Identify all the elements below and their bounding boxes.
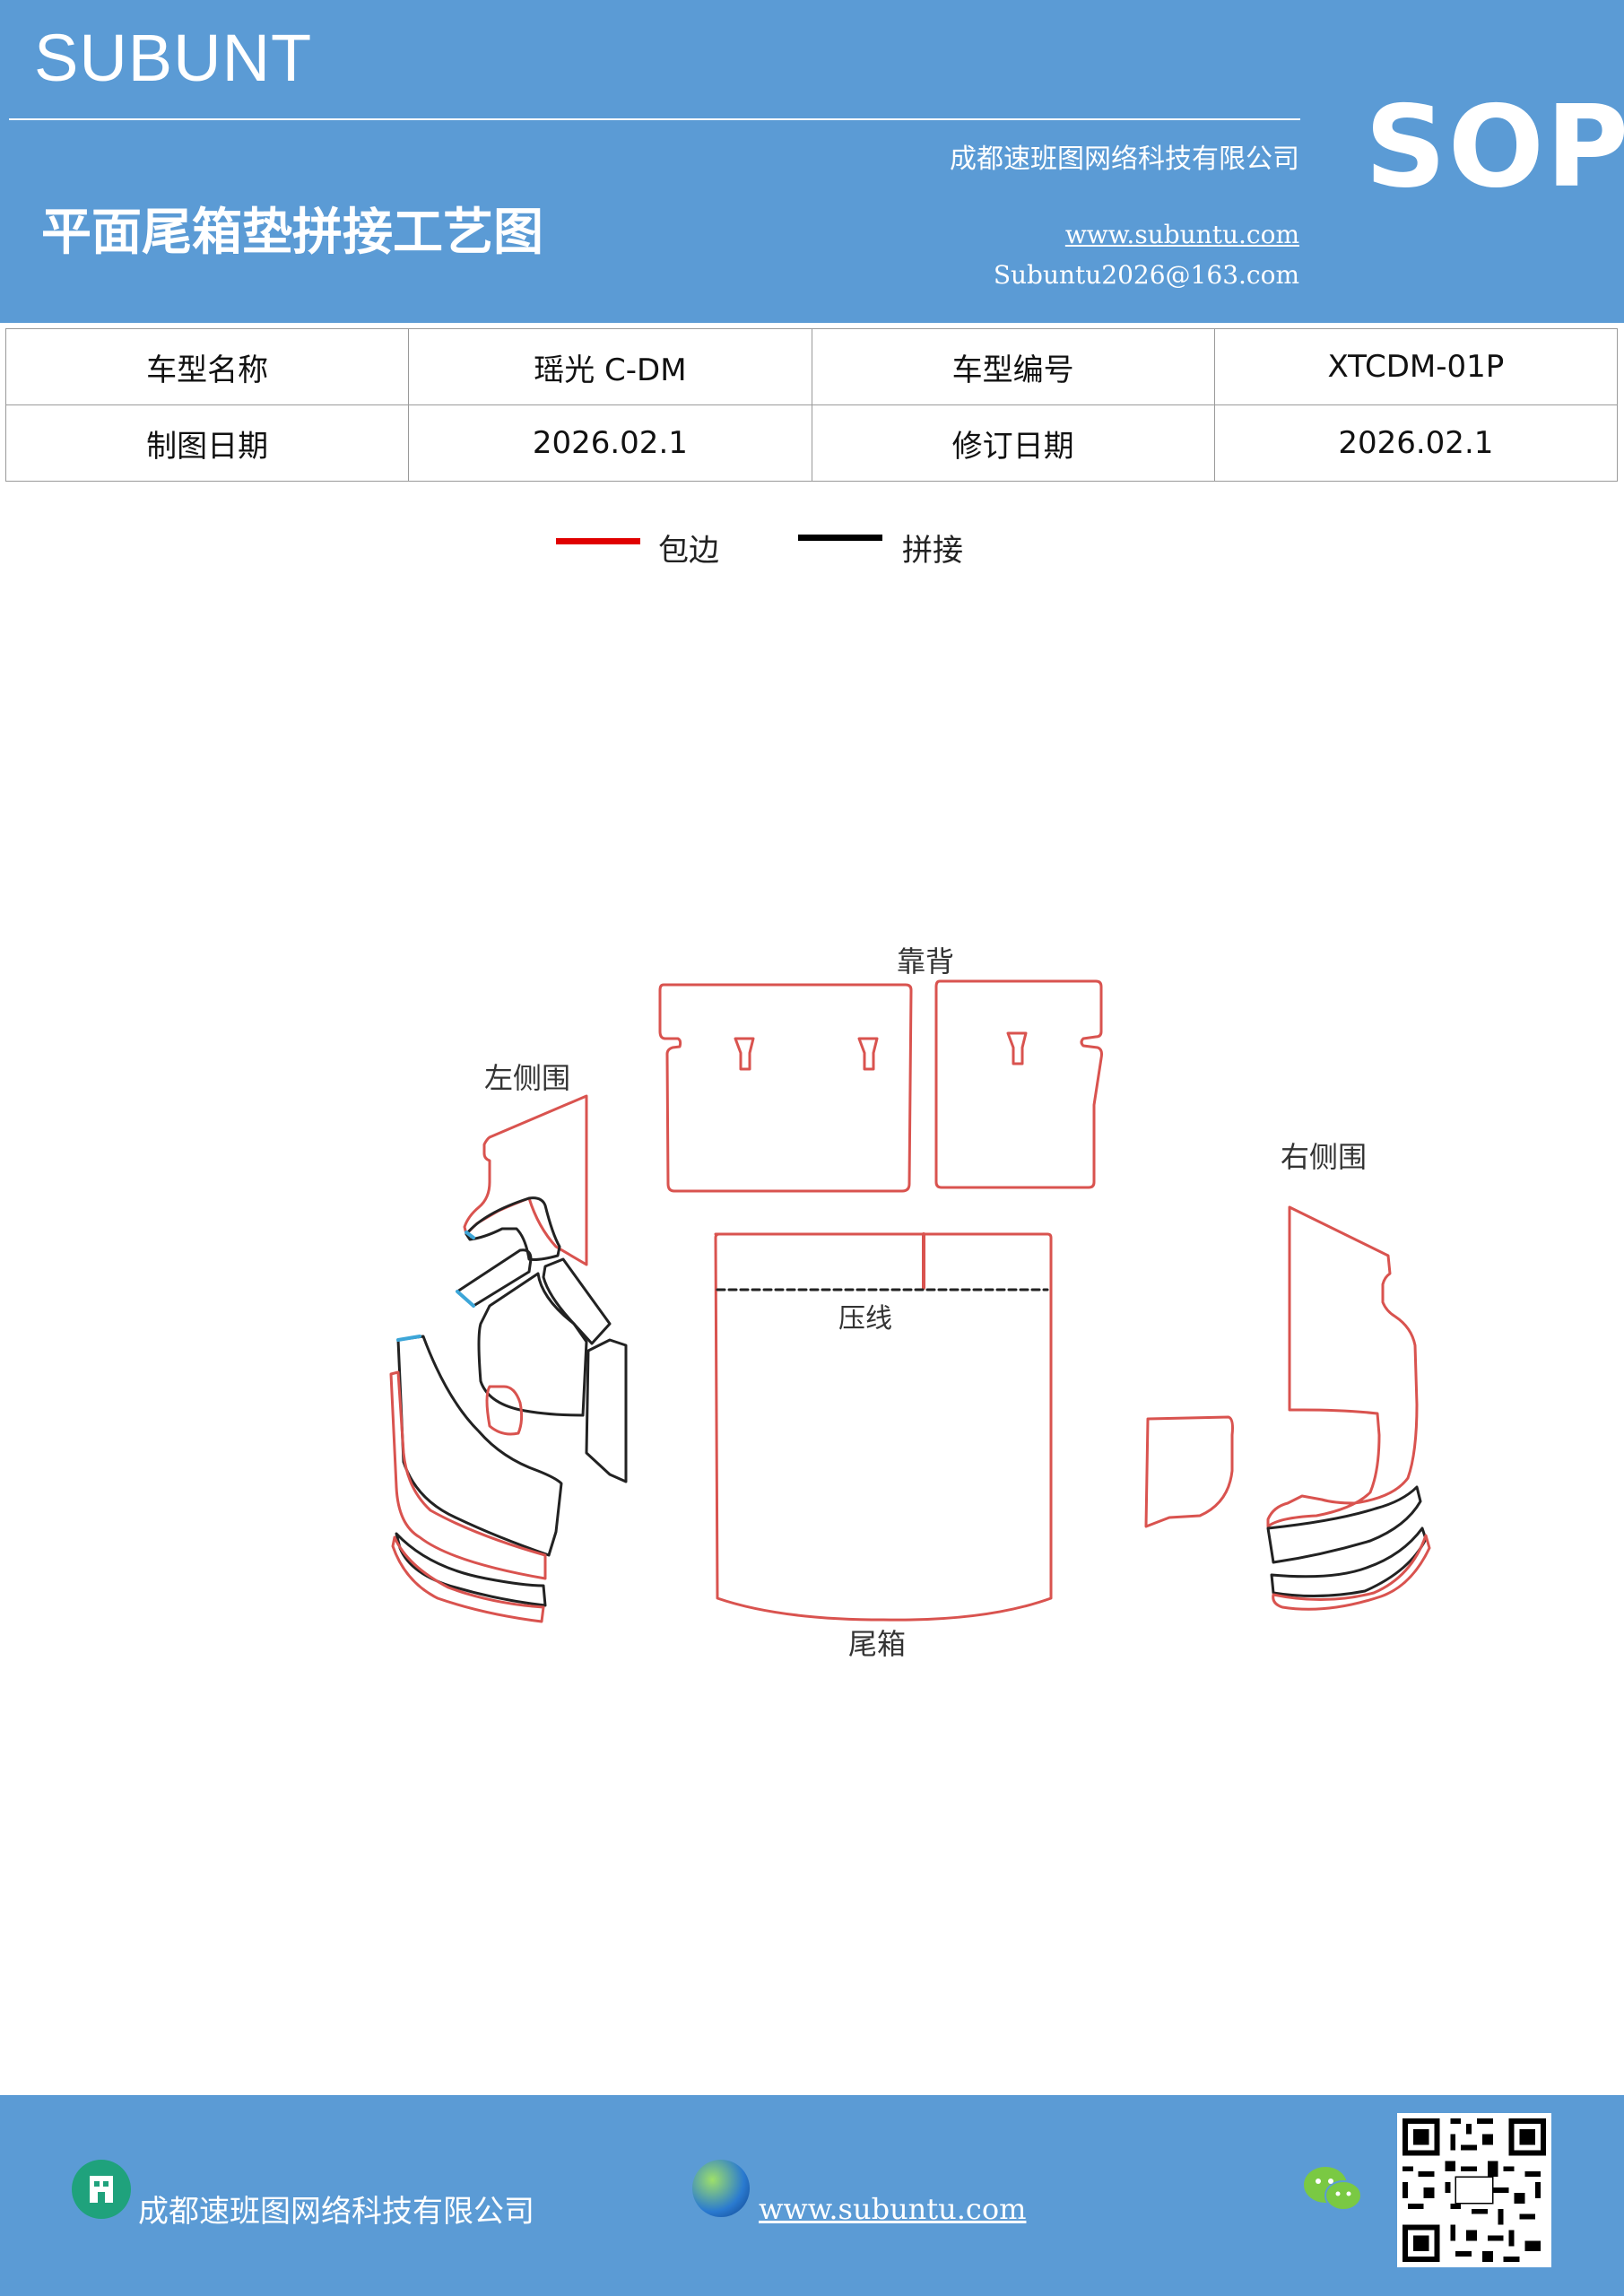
- globe-icon: [692, 2160, 750, 2217]
- accent-mark: [396, 1335, 421, 1342]
- left-side-seam-piece: [465, 1196, 561, 1261]
- right-side-seam-piece: [1270, 1526, 1428, 1598]
- table-row: 制图日期 2026.02.1 修订日期 2026.02.1: [4, 404, 1619, 482]
- left-side-window: [485, 1385, 524, 1436]
- website-link[interactable]: www.subuntu.com: [1064, 220, 1299, 249]
- right-side-seam-piece: [1266, 1485, 1422, 1564]
- document-title: 平面尾箱垫拼接工艺图: [41, 204, 543, 262]
- trunk-label: 尾箱: [848, 1627, 906, 1661]
- splice-diagram: 靠背 左侧围 右侧围 压线 尾箱: [389, 944, 1431, 1661]
- backrest-slot: [734, 1037, 755, 1071]
- legend: 包边 拼接: [0, 526, 1624, 570]
- left-side-outer-edge: [389, 1370, 547, 1580]
- model-code-label: 车型编号: [811, 328, 1215, 405]
- qr-code-image: [1397, 2113, 1551, 2267]
- left-side-seam-piece: [585, 1338, 628, 1483]
- backrest-left-panel: [658, 983, 913, 1193]
- right-side-small-panel: [1144, 1415, 1234, 1528]
- seam-legend-label: 拼接: [902, 533, 963, 569]
- left-side-long-strip: [396, 1335, 563, 1557]
- left-side-top-panel: [463, 1094, 588, 1266]
- left-side-bottom-edge: [391, 1535, 545, 1623]
- backrest-label: 靠背: [897, 944, 954, 978]
- draw-date-value: 2026.02.1: [408, 404, 812, 482]
- header-banner: SUBUNT SOP 成都速班图网络科技有限公司 平面尾箱垫拼接工艺图 www.…: [0, 0, 1624, 323]
- left-side-label: 左侧围: [484, 1061, 570, 1095]
- backrest-slot: [857, 1037, 879, 1071]
- left-side-seam-piece: [477, 1272, 588, 1417]
- company-building-icon: [72, 2160, 131, 2219]
- left-side-seam-piece: [456, 1248, 533, 1308]
- draw-date-label: 制图日期: [4, 404, 410, 482]
- wechat-icon: [1302, 2163, 1365, 2221]
- right-side-label: 右侧围: [1281, 1140, 1367, 1174]
- brand-name: SUBUNT: [34, 21, 313, 95]
- seam-legend-swatch: [798, 535, 882, 541]
- header-divider: [9, 118, 1300, 120]
- footer-banner: 成都速班图网络科技有限公司 www.subuntu.com: [0, 2095, 1624, 2296]
- vehicle-info-table: 车型名称 瑶光 C-DM 车型编号 XTCDM-01P 制图日期 2026.02…: [4, 328, 1619, 482]
- revision-date-value: 2026.02.1: [1213, 404, 1619, 482]
- company-name: 成都速班图网络科技有限公司: [950, 144, 1299, 175]
- model-code-value: XTCDM-01P: [1213, 328, 1619, 405]
- footer-website-link[interactable]: www.subuntu.com: [759, 2192, 1027, 2226]
- right-side-main-panel: [1266, 1205, 1419, 1528]
- model-name-value: 瑶光 C-DM: [408, 328, 812, 405]
- email-address: Subuntu2026@163.com: [993, 260, 1299, 290]
- table-row: 车型名称 瑶光 C-DM 车型编号 XTCDM-01P: [4, 328, 1619, 405]
- revision-date-label: 修订日期: [811, 404, 1215, 482]
- trunk-mat-panel: [714, 1232, 1053, 1622]
- backrest-slot: [1006, 1031, 1028, 1065]
- footer-company-name: 成都速班图网络科技有限公司: [138, 2194, 534, 2230]
- sop-badge: SOP: [1365, 81, 1624, 213]
- accent-mark: [465, 1231, 475, 1239]
- accent-mark: [456, 1290, 475, 1308]
- left-side-seam-piece: [542, 1257, 612, 1345]
- model-name-label: 车型名称: [4, 328, 410, 405]
- crease-label: 压线: [838, 1303, 892, 1335]
- edge-legend-label: 包边: [658, 533, 719, 569]
- edge-legend-swatch: [556, 538, 640, 544]
- backrest-right-panel: [934, 979, 1103, 1189]
- right-side-bottom-edge: [1272, 1534, 1431, 1611]
